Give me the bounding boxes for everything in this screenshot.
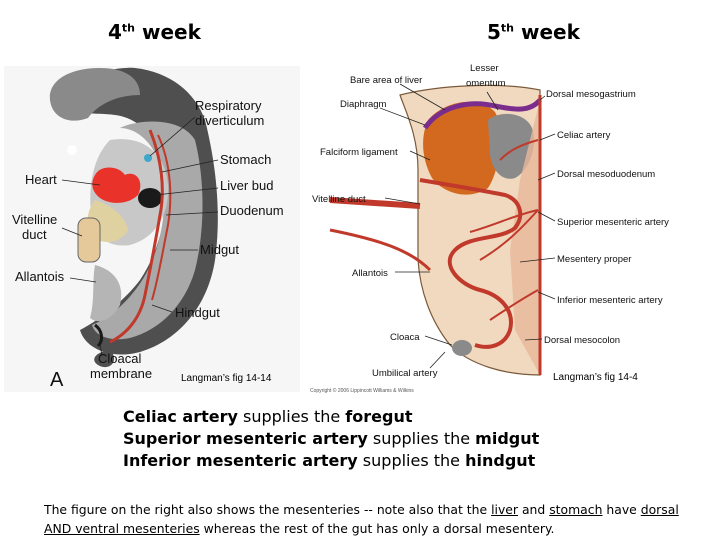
supply-line-1: Celiac artery supplies the foregut — [123, 407, 413, 426]
diaphragm-band — [422, 98, 542, 130]
label-dorsal-mesogastrium: Dorsal mesogastrium — [546, 89, 636, 100]
label-diaphragm: Diaphragm — [340, 99, 387, 110]
label-respiratory: Respiratory — [195, 98, 262, 113]
left-heading: 4th week — [108, 20, 201, 44]
label-mesentery-proper: Mesentery proper — [557, 254, 631, 265]
label-inferior-mesenteric: Inferior mesenteric artery — [557, 295, 663, 306]
label-allantois-right: Allantois — [352, 268, 388, 279]
allantois-region — [90, 265, 122, 322]
label-membrane: membrane — [90, 366, 152, 381]
optic-region — [67, 145, 77, 155]
label-cloaca: Cloaca — [390, 332, 420, 343]
tail-curl — [94, 350, 115, 368]
label-umbilical-artery: Umbilical artery — [372, 368, 438, 379]
embryo-head — [49, 68, 140, 121]
left-embryo-figure: Respiratory diverticulum Stomach Heart L… — [4, 66, 300, 392]
umbilical-vessel — [329, 228, 432, 272]
gut-loops — [419, 178, 523, 349]
label-duct: duct — [22, 227, 47, 242]
label-cloacal: Cloacal — [98, 351, 141, 366]
cloacal-membrane-shape — [94, 323, 104, 348]
gut-tube-wall — [151, 134, 172, 301]
right-embryo-figure: Bare area of liver Lesser omentum Diaphr… — [312, 63, 669, 379]
vitelline-duct-shape — [77, 217, 101, 263]
right-figure-caption: Langman’s fig 14-4 — [553, 372, 638, 383]
left-leader-lines — [61, 116, 219, 357]
label-dorsal-mesocolon: Dorsal mesocolon — [544, 335, 620, 346]
supply-line-3: Inferior mesenteric artery supplies the … — [123, 451, 536, 470]
label-stomach: Stomach — [220, 152, 271, 167]
cloaca-shape — [452, 340, 472, 356]
label-allantois: Allantois — [15, 269, 65, 284]
label-hindgut: Hindgut — [175, 305, 220, 320]
embryo-inner-tissue — [92, 121, 203, 340]
label-duodenum: Duodenum — [220, 203, 284, 218]
liver-shape — [423, 101, 501, 195]
mesentery-note: The figure on the right also shows the m… — [44, 502, 679, 536]
label-omentum: omentum — [466, 78, 506, 89]
label-bare-area: Bare area of liver — [350, 75, 422, 86]
gut-tube — [109, 129, 164, 344]
label-midgut: Midgut — [200, 242, 239, 257]
supply-line-2: Superior mesenteric artery supplies the … — [123, 429, 540, 448]
label-heart: Heart — [25, 172, 57, 187]
dorsal-mesentery — [510, 100, 540, 375]
label-vitelline: Vitelline — [12, 212, 57, 227]
mesenteric-arteries — [469, 139, 539, 321]
heart-shape — [92, 167, 141, 203]
right-heading: 5th week — [487, 20, 580, 44]
label-liver-bud: Liver bud — [220, 178, 273, 193]
right-leader-lines — [379, 83, 556, 369]
label-diverticulum: diverticulum — [195, 113, 264, 128]
label-lesser: Lesser — [470, 63, 499, 74]
label-vitelline-duct: Vitelline duct — [312, 194, 366, 205]
liver-bud-shape — [138, 188, 162, 208]
copyright-notice: Copyright © 2006 Lippincott Williams & W… — [310, 388, 414, 394]
left-figure-caption: Langman’s fig 14-14 — [181, 373, 272, 384]
label-superior-mesenteric: Superior mesenteric artery — [557, 217, 669, 228]
label-dorsal-mesoduodenum: Dorsal mesoduodenum — [557, 169, 655, 180]
label-celiac-artery: Celiac artery — [557, 130, 611, 141]
stomach-shape — [488, 113, 535, 179]
panel-letter-a: A — [50, 369, 64, 391]
vitelline-duct-tube — [329, 197, 421, 209]
label-falciform: Falciform ligament — [320, 147, 398, 158]
